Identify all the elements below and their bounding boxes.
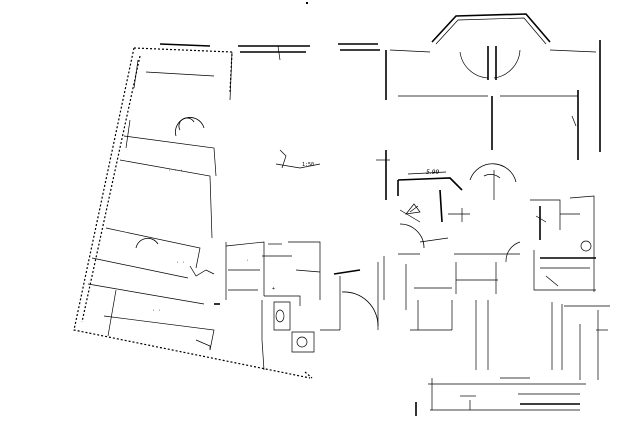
annotation-scale: 1:50 (302, 162, 314, 168)
left-wing-dashed-boundary (73, 47, 313, 379)
left-wing-rooms: · · · · · · · (87, 43, 220, 351)
drawing-annotations: 1:50 5.99 (302, 162, 440, 176)
svg-text:· ·: · · (176, 260, 185, 266)
right-lower-rooms (415, 302, 610, 416)
svg-text:· ·: · · (152, 308, 161, 314)
annotation-dimension: 5.99 (426, 169, 440, 176)
svg-text:· · ·: · · · (168, 168, 183, 174)
right-middle-rooms (397, 163, 596, 370)
central-rooms: · + (225, 43, 390, 371)
right-upper-bay (389, 13, 601, 160)
north-arrow-icon (405, 203, 421, 215)
svg-text:+: + (272, 286, 275, 292)
svg-text:·: · (246, 258, 249, 264)
